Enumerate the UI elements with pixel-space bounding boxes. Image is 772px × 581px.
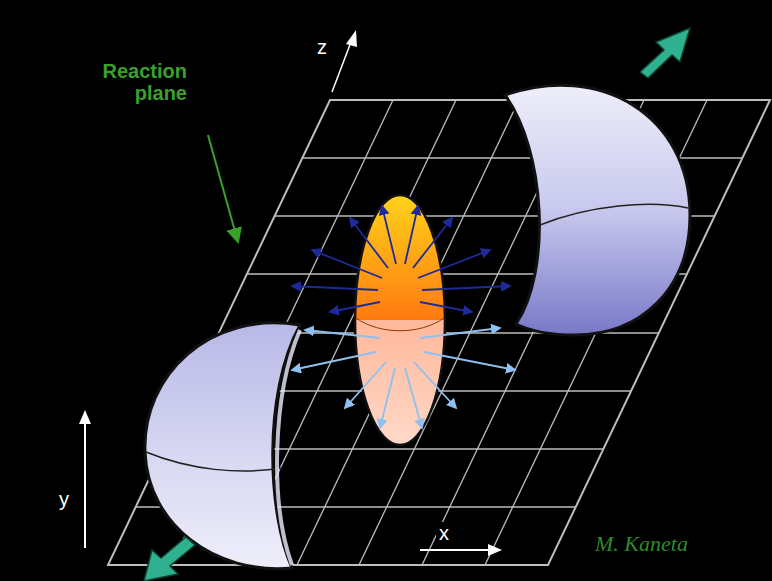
plane-label: Reaction plane bbox=[62, 60, 190, 104]
axis-label: z bbox=[314, 36, 330, 58]
flow-arrows bbox=[292, 206, 510, 312]
axis-label: y bbox=[56, 488, 72, 510]
nucleus bbox=[145, 323, 300, 569]
axis-label: x bbox=[436, 522, 452, 544]
fireball bbox=[355, 195, 445, 445]
motion-arrow bbox=[144, 537, 195, 581]
leader-line bbox=[208, 135, 238, 242]
axes bbox=[79, 30, 502, 556]
motion-arrow bbox=[640, 28, 690, 78]
nucleus bbox=[505, 85, 690, 335]
flow-arrows bbox=[292, 328, 515, 428]
author-credit: M. Kaneta bbox=[592, 532, 691, 556]
